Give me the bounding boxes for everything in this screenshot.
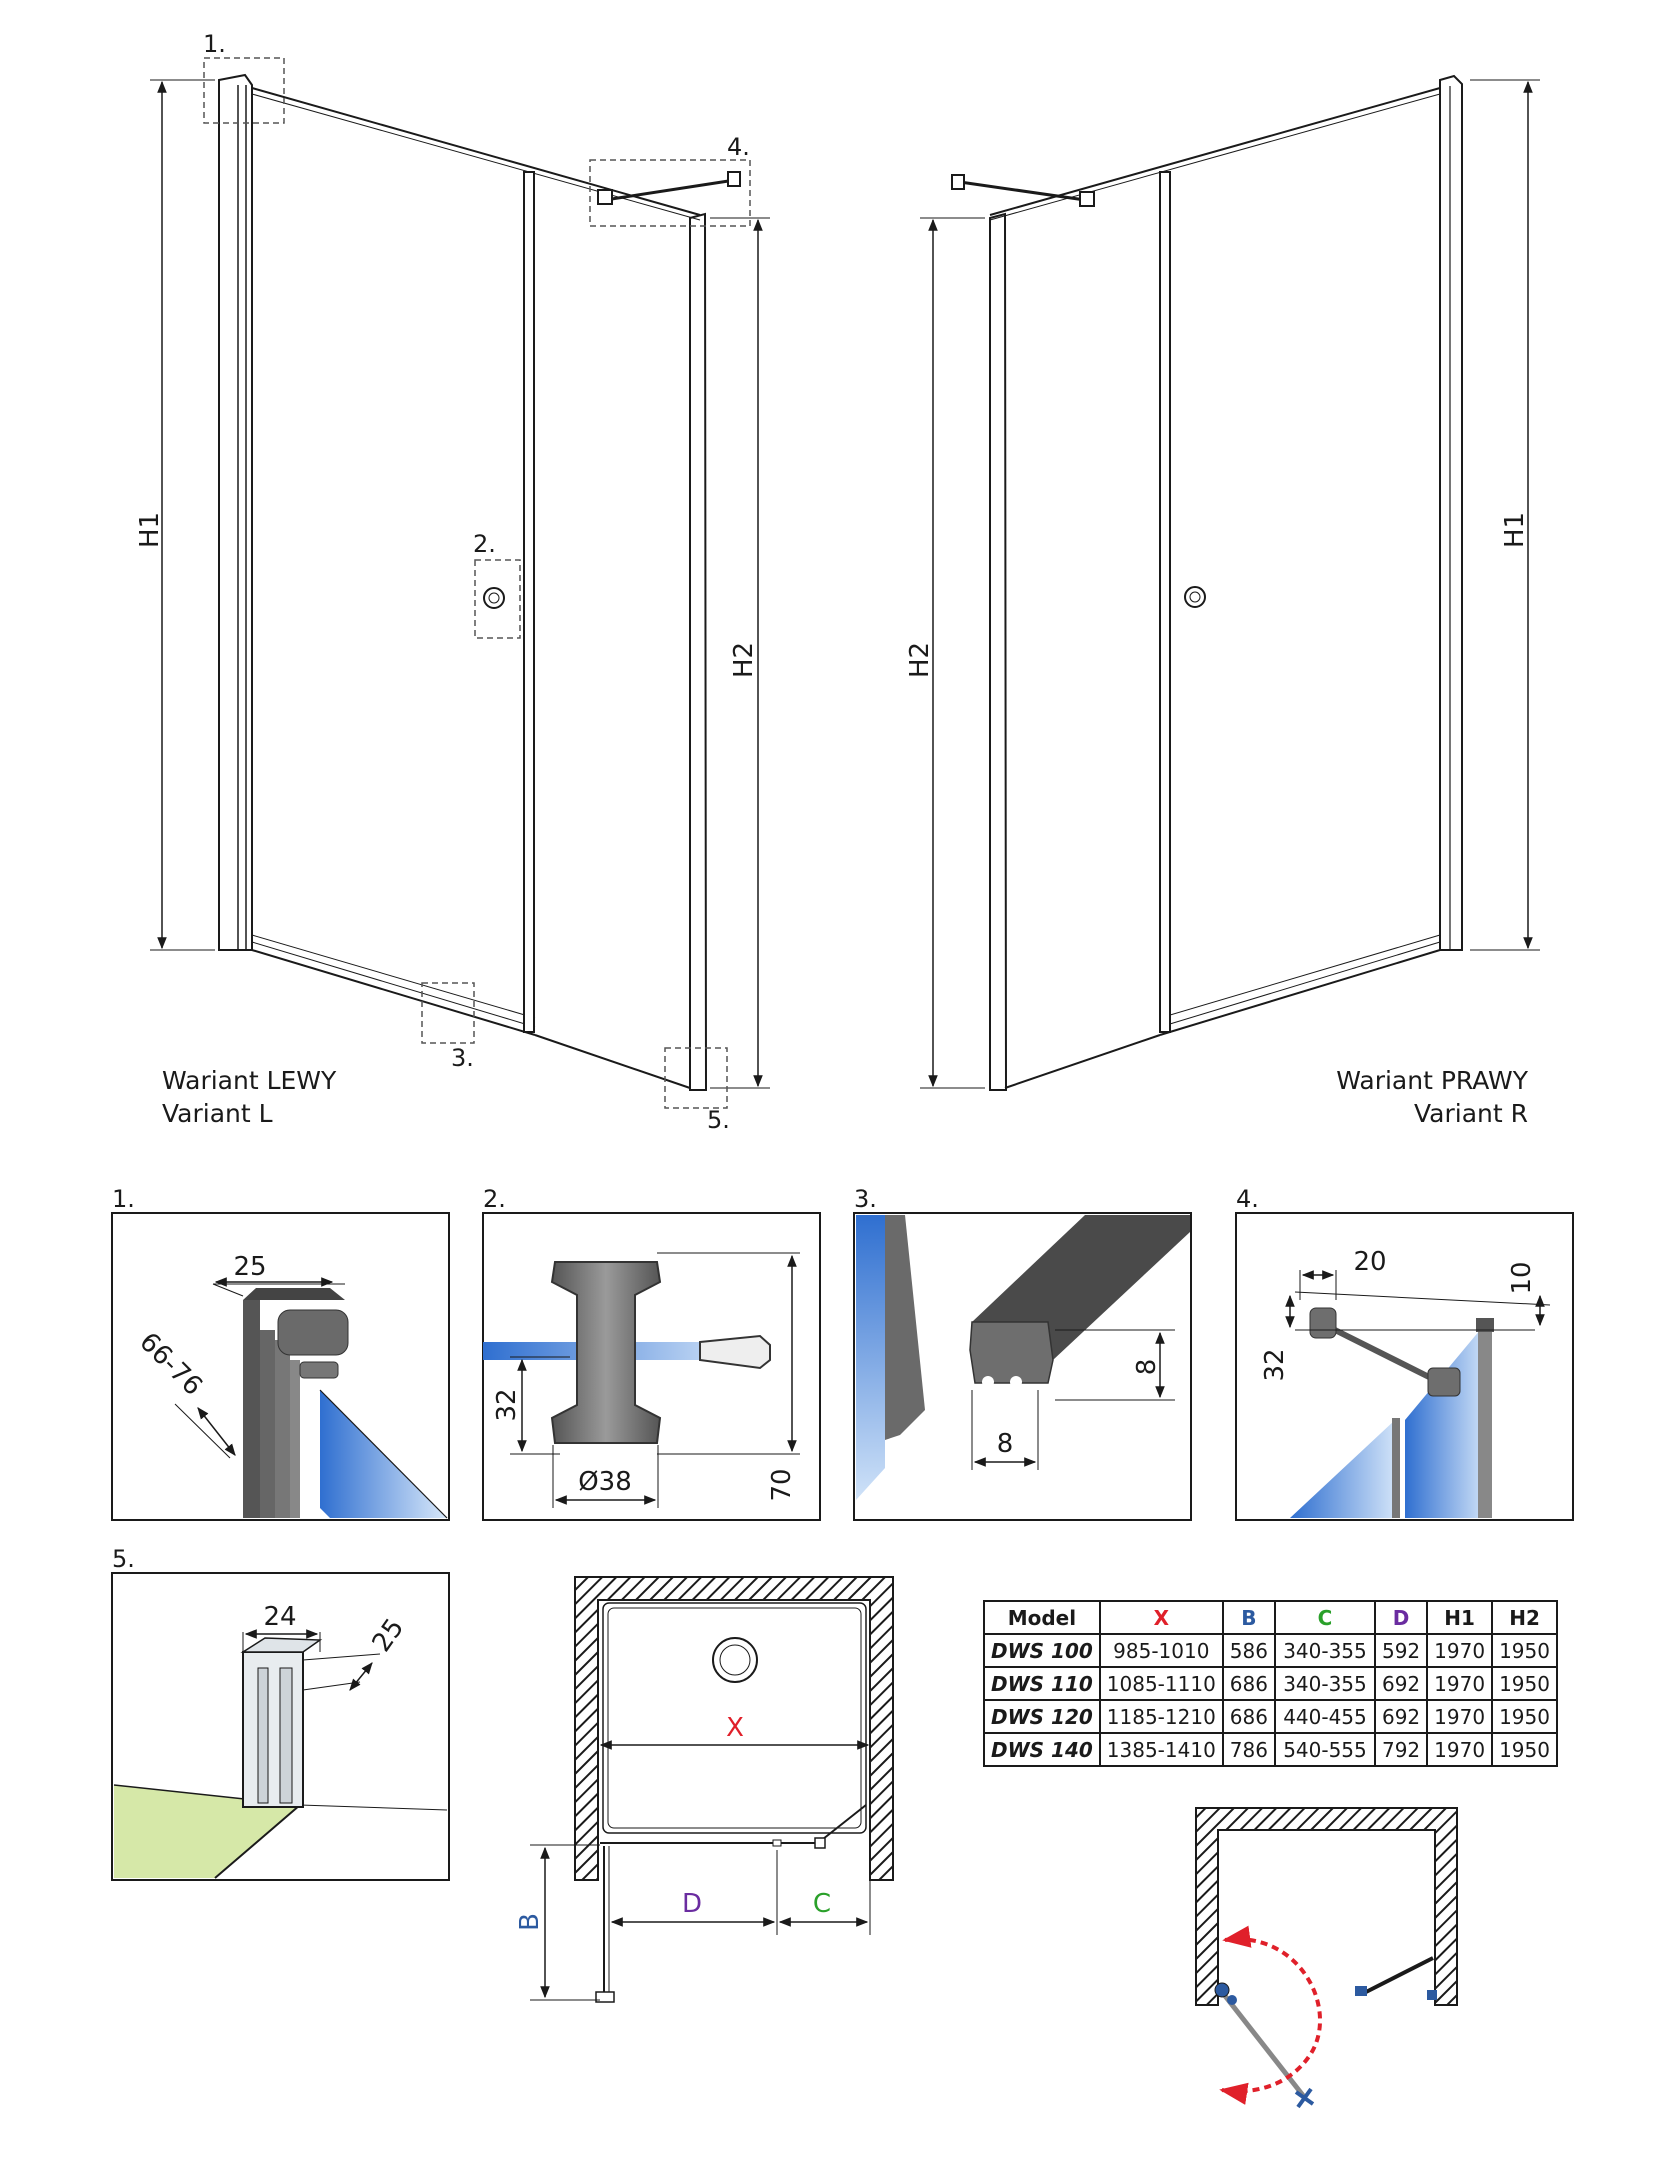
right-variant-line1: Wariant PRAWY bbox=[1336, 1066, 1528, 1095]
dim-h2-right: H2 bbox=[905, 642, 935, 678]
plan-dim-c: C bbox=[813, 1889, 831, 1919]
detail-panel-2: 32 Ø38 70 bbox=[482, 1212, 821, 1521]
left-variant-line2: Variant L bbox=[162, 1099, 273, 1128]
callout-3: 3. bbox=[451, 1044, 474, 1072]
detail-2-label: 2. bbox=[483, 1185, 506, 1213]
col-x: X bbox=[1098, 1600, 1224, 1635]
right-variant-drawing bbox=[920, 74, 1540, 1091]
table-cell: 592 bbox=[1373, 1633, 1429, 1668]
detail-3-dim-width: 8 bbox=[997, 1429, 1014, 1459]
table-cell: 1085-1110 bbox=[1098, 1666, 1224, 1701]
dim-h2-left: H2 bbox=[729, 642, 759, 678]
table-cell: 586 bbox=[1221, 1633, 1276, 1668]
plan-dim-x: X bbox=[726, 1713, 744, 1743]
table-cell: DWS 120 bbox=[983, 1699, 1101, 1734]
detail-3-dim-height: 8 bbox=[1132, 1359, 1162, 1376]
col-h2: H2 bbox=[1491, 1600, 1558, 1635]
callout-5: 5. bbox=[707, 1106, 730, 1134]
table-row: DWS 110 1085-1110 686 340-355 692 1970 1… bbox=[983, 1666, 1558, 1701]
detail-4-dim-20: 20 bbox=[1353, 1247, 1386, 1277]
table-cell: DWS 100 bbox=[983, 1633, 1101, 1668]
table-cell: 792 bbox=[1373, 1732, 1429, 1767]
col-c: C bbox=[1273, 1600, 1376, 1635]
table-cell: 440-455 bbox=[1273, 1699, 1376, 1734]
table-cell: 1950 bbox=[1491, 1666, 1558, 1701]
table-cell: 1970 bbox=[1426, 1633, 1494, 1668]
table-header-row: Model X B C D H1 H2 bbox=[983, 1600, 1558, 1635]
table-row: DWS 140 1385-1410 786 540-555 792 1970 1… bbox=[983, 1732, 1558, 1767]
dim-h1-right: H1 bbox=[1500, 512, 1530, 548]
table-cell: 1950 bbox=[1491, 1732, 1558, 1767]
detail-1-label: 1. bbox=[112, 1185, 135, 1213]
detail-1-dim-width: 25 bbox=[233, 1252, 266, 1282]
left-variant-line1: Wariant LEWY bbox=[162, 1066, 337, 1095]
right-variant-caption: Wariant PRAWY Variant R bbox=[1336, 1064, 1528, 1130]
col-model: Model bbox=[983, 1600, 1101, 1635]
detail-3-label: 3. bbox=[854, 1185, 877, 1213]
table-cell: DWS 110 bbox=[983, 1666, 1101, 1701]
table-row: DWS 120 1185-1210 686 440-455 692 1970 1… bbox=[983, 1699, 1558, 1734]
dimensions-table: Model X B C D H1 H2 DWS 100 985-1010 586… bbox=[983, 1600, 1558, 1767]
opening-diagram bbox=[1195, 1807, 1458, 2109]
table-cell: 1970 bbox=[1426, 1666, 1494, 1701]
detail-4-dim-10: 10 bbox=[1507, 1261, 1537, 1294]
table-cell: 692 bbox=[1373, 1699, 1429, 1734]
callout-4: 4. bbox=[727, 133, 750, 161]
table-cell: 1385-1410 bbox=[1098, 1732, 1224, 1767]
table-cell: 540-555 bbox=[1273, 1732, 1376, 1767]
table-row: DWS 100 985-1010 586 340-355 592 1970 19… bbox=[983, 1633, 1558, 1668]
table-cell: 985-1010 bbox=[1098, 1633, 1224, 1668]
detail-panel-3: 8 8 bbox=[853, 1212, 1192, 1521]
table-cell: DWS 140 bbox=[983, 1732, 1101, 1767]
detail-5-label: 5. bbox=[112, 1545, 135, 1573]
table-cell: 1950 bbox=[1491, 1633, 1558, 1668]
table-cell: 786 bbox=[1221, 1732, 1276, 1767]
col-h1: H1 bbox=[1426, 1600, 1494, 1635]
table-cell: 686 bbox=[1221, 1699, 1276, 1734]
table-cell: 340-355 bbox=[1273, 1666, 1376, 1701]
detail-2-dim-32: 32 bbox=[492, 1388, 522, 1421]
right-variant-line2: Variant R bbox=[1414, 1099, 1528, 1128]
detail-4-dim-32: 32 bbox=[1260, 1348, 1290, 1381]
col-d: D bbox=[1373, 1600, 1429, 1635]
col-b: B bbox=[1221, 1600, 1276, 1635]
detail-panel-5: 24 25 bbox=[111, 1572, 450, 1881]
table-cell: 692 bbox=[1373, 1666, 1429, 1701]
plan-dim-b: B bbox=[515, 1913, 545, 1931]
left-variant-caption: Wariant LEWY Variant L bbox=[162, 1064, 336, 1130]
table-cell: 1950 bbox=[1491, 1699, 1558, 1734]
table-cell: 340-355 bbox=[1273, 1633, 1376, 1668]
detail-2-dim-70: 70 bbox=[767, 1468, 797, 1501]
callout-1: 1. bbox=[203, 30, 226, 58]
dim-h1-left: H1 bbox=[135, 512, 165, 548]
detail-4-label: 4. bbox=[1236, 1185, 1259, 1213]
left-variant-drawing bbox=[150, 57, 770, 1109]
detail-panel-4: 20 10 32 bbox=[1235, 1212, 1574, 1521]
table-cell: 1185-1210 bbox=[1098, 1699, 1224, 1734]
plan-dim-d: D bbox=[682, 1889, 702, 1919]
plan-view: X D C B bbox=[515, 1576, 894, 2003]
detail-2-dim-diameter: Ø38 bbox=[578, 1467, 632, 1497]
table-cell: 686 bbox=[1221, 1666, 1276, 1701]
table-cell: 1970 bbox=[1426, 1732, 1494, 1767]
callout-2: 2. bbox=[473, 530, 496, 558]
table-cell: 1970 bbox=[1426, 1699, 1494, 1734]
detail-panel-1: 25 66-76 bbox=[111, 1212, 450, 1521]
detail-5-dim-24: 24 bbox=[263, 1602, 296, 1632]
